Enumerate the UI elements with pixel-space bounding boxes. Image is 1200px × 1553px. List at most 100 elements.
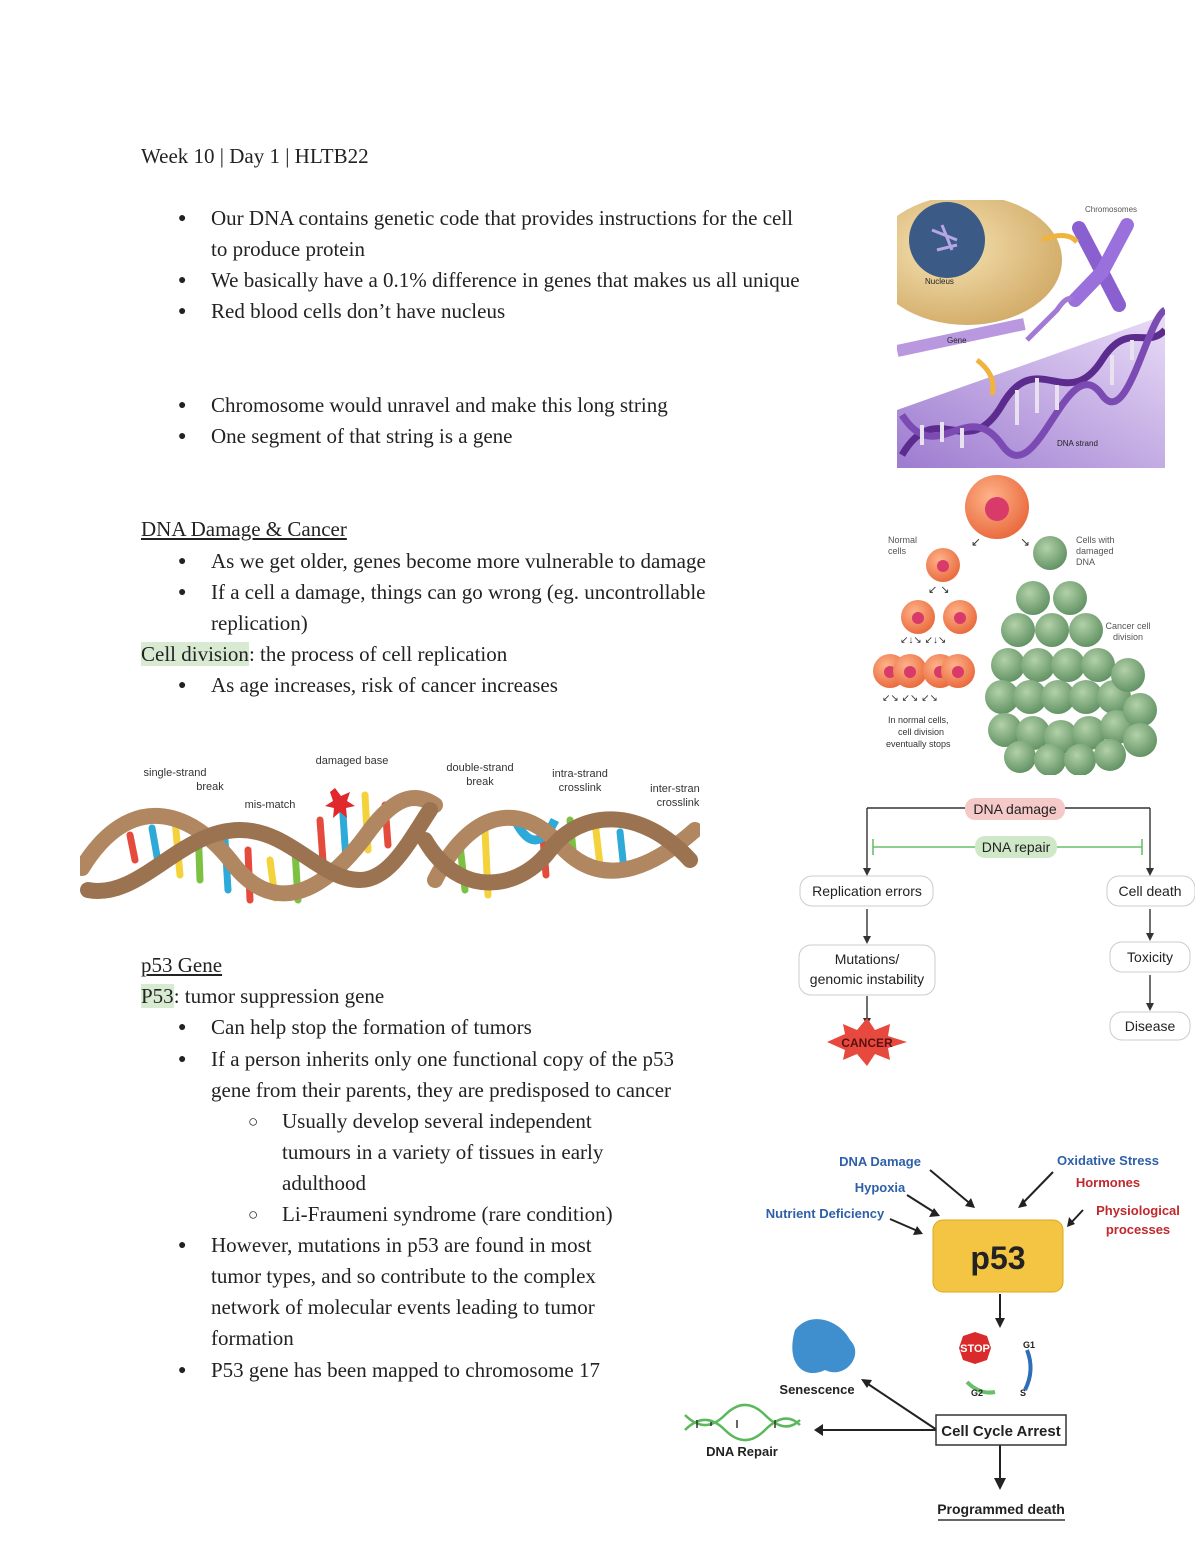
page-header: Week 10 | Day 1 | HLTB22: [141, 144, 369, 168]
box-mutations: [798, 944, 936, 996]
label-normal-note: eventually stops: [886, 739, 951, 749]
label-intra-strand: intra-strand: [552, 768, 608, 780]
cell-division-figure: ↙ ↘ ↙ ↘ ↙↓↘ ↙↓↘ ↙↘ ↙↘ ↙↘ In normal cells…: [873, 475, 1157, 775]
definition-line: Cell division: the process of cell repli…: [141, 639, 507, 670]
list-item: Can help stop the formation of tumors: [211, 1015, 532, 1039]
list-item: to produce protein: [211, 237, 365, 261]
bullet-icon: ●: [178, 678, 187, 693]
box-dna-repair: [975, 836, 1057, 858]
list-item: replication): [211, 611, 308, 635]
box-toxicity: [1109, 941, 1191, 973]
term-definition: : tumor suppression gene: [173, 984, 385, 1008]
list-item: gene from their parents, they are predis…: [211, 1078, 672, 1102]
label-replication-errors: Replication errors: [812, 883, 922, 899]
list-item: As age increases, risk of cancer increas…: [211, 673, 558, 697]
box-disease: [1109, 1011, 1191, 1041]
chromosome-icon: [1068, 218, 1134, 312]
label-double-strand: double-strand: [446, 762, 513, 774]
normal-cell-icon: [965, 475, 1029, 539]
bullet-icon: ●: [178, 1238, 187, 1253]
circle-bullet-icon: ○: [248, 1205, 259, 1224]
circle-bullet-icon: ○: [248, 1112, 259, 1131]
cell-cycle-icon: STOP G1 G2 S: [959, 1332, 1035, 1398]
list-item: P53 gene has been mapped to chromosome 1…: [211, 1358, 600, 1382]
list-item: tumor types, and so contribute to the co…: [211, 1264, 596, 1288]
term-definition: : the process of cell replication: [248, 642, 508, 666]
svg-text:↙↓↘ ↙↓↘: ↙↓↘ ↙↓↘: [900, 635, 946, 646]
dna-damage-figure: single-strand break mis-match damaged ba…: [80, 755, 700, 904]
label-mutations: Mutations/: [835, 951, 900, 967]
normal-cell-icon: [901, 600, 977, 634]
highlighted-term: P53: [141, 984, 174, 1008]
label-double-strand: break: [466, 776, 494, 788]
bullet-icon: ●: [178, 304, 187, 319]
label-dna-damage: DNA damage: [973, 801, 1056, 817]
label-cell-cycle-arrest: Cell Cycle Arrest: [941, 1423, 1061, 1440]
bullet-icon: ●: [178, 1363, 187, 1378]
label-nutrient: Nutrient Deficiency: [766, 1206, 885, 1221]
label-physiological: processes: [1106, 1222, 1170, 1237]
label-toxicity: Toxicity: [1127, 949, 1173, 965]
label-inter-strand: inter-strand: [650, 783, 700, 795]
label-normal-note: cell division: [898, 727, 944, 737]
arrow-icon: [820, 1169, 1084, 1480]
label-intra-strand: crosslink: [559, 782, 602, 794]
normal-cell-icon: [873, 654, 975, 688]
section-heading: DNA Damage & Cancer: [141, 517, 347, 541]
label-cancer: CANCER: [841, 1036, 893, 1050]
label-mismatch: mis-match: [245, 799, 296, 811]
dna-helix-icon: [898, 306, 1165, 459]
svg-text:↙↘ ↙↘ ↙↘: ↙↘ ↙↘ ↙↘: [882, 693, 938, 704]
list-item: adulthood: [282, 1171, 366, 1195]
list-item: One segment of that string is a gene: [211, 424, 513, 448]
senescent-cell-icon: [792, 1319, 856, 1374]
label-dna-repair: DNA repair: [982, 839, 1051, 855]
label-oxidative-stress: Oxidative Stress: [1057, 1153, 1159, 1168]
label-s: S: [1020, 1388, 1026, 1398]
label-nucleus: Nucleus: [925, 277, 954, 286]
label-g2: G2: [971, 1388, 983, 1398]
list-item: If a cell a damage, things can go wrong …: [211, 580, 706, 604]
label-stop: STOP: [960, 1343, 990, 1355]
cancer-cell-cluster-icon: [985, 536, 1157, 775]
label-dna-damage: DNA Damage: [839, 1154, 921, 1169]
arrow-icon: [975, 358, 996, 396]
dna-helix-icon: [80, 788, 700, 904]
bullet-icon: ●: [178, 1020, 187, 1035]
bullet-icon: ●: [178, 211, 187, 226]
bullet-icon: ●: [178, 429, 187, 444]
label-disease: Disease: [1125, 1018, 1176, 1034]
box-cell-death: [1106, 875, 1195, 907]
label-cell-death: Cell death: [1118, 883, 1181, 899]
list-item: Li-Fraumeni syndrome (rare condition): [282, 1202, 613, 1226]
p53-box: [932, 1219, 1064, 1293]
label-hypoxia: Hypoxia: [855, 1180, 906, 1195]
label-inter-strand: crosslink: [657, 797, 700, 809]
list-item: As we get older, genes become more vulne…: [211, 549, 706, 573]
normal-cell-icon: [926, 548, 960, 582]
definition-line: P53: tumor suppression gene: [141, 981, 384, 1012]
list-item: network of molecular events leading to t…: [211, 1295, 595, 1319]
svg-text:↙ ↘: ↙ ↘: [928, 584, 950, 596]
label-mutations: genomic instability: [810, 971, 924, 987]
label-gene: Gene: [947, 336, 967, 345]
label-physiological: Physiological: [1096, 1203, 1180, 1218]
label-senescence: Senescence: [779, 1382, 854, 1397]
cancer-burst-icon: [827, 1018, 907, 1066]
label-dna-repair: DNA Repair: [706, 1444, 778, 1459]
list-item: Red blood cells don’t have nucleus: [211, 299, 506, 323]
list-item: Chromosome would unravel and make this l…: [211, 393, 668, 417]
list-item: However, mutations in p53 are found in m…: [211, 1233, 592, 1257]
label-dna-strand: DNA strand: [1057, 439, 1098, 448]
cell-cycle-arrest-box: [935, 1414, 1067, 1446]
label-p53: p53: [970, 1240, 1025, 1276]
label-g1: G1: [1023, 1340, 1035, 1350]
bullet-icon: ●: [178, 585, 187, 600]
list-item: Usually develop several independent: [282, 1109, 592, 1133]
label-normal-note: In normal cells,: [888, 715, 949, 725]
arrow-icon: [1041, 233, 1079, 244]
p53-diagram: DNA Damage Hypoxia Nutrient Deficiency O…: [684, 1153, 1180, 1521]
